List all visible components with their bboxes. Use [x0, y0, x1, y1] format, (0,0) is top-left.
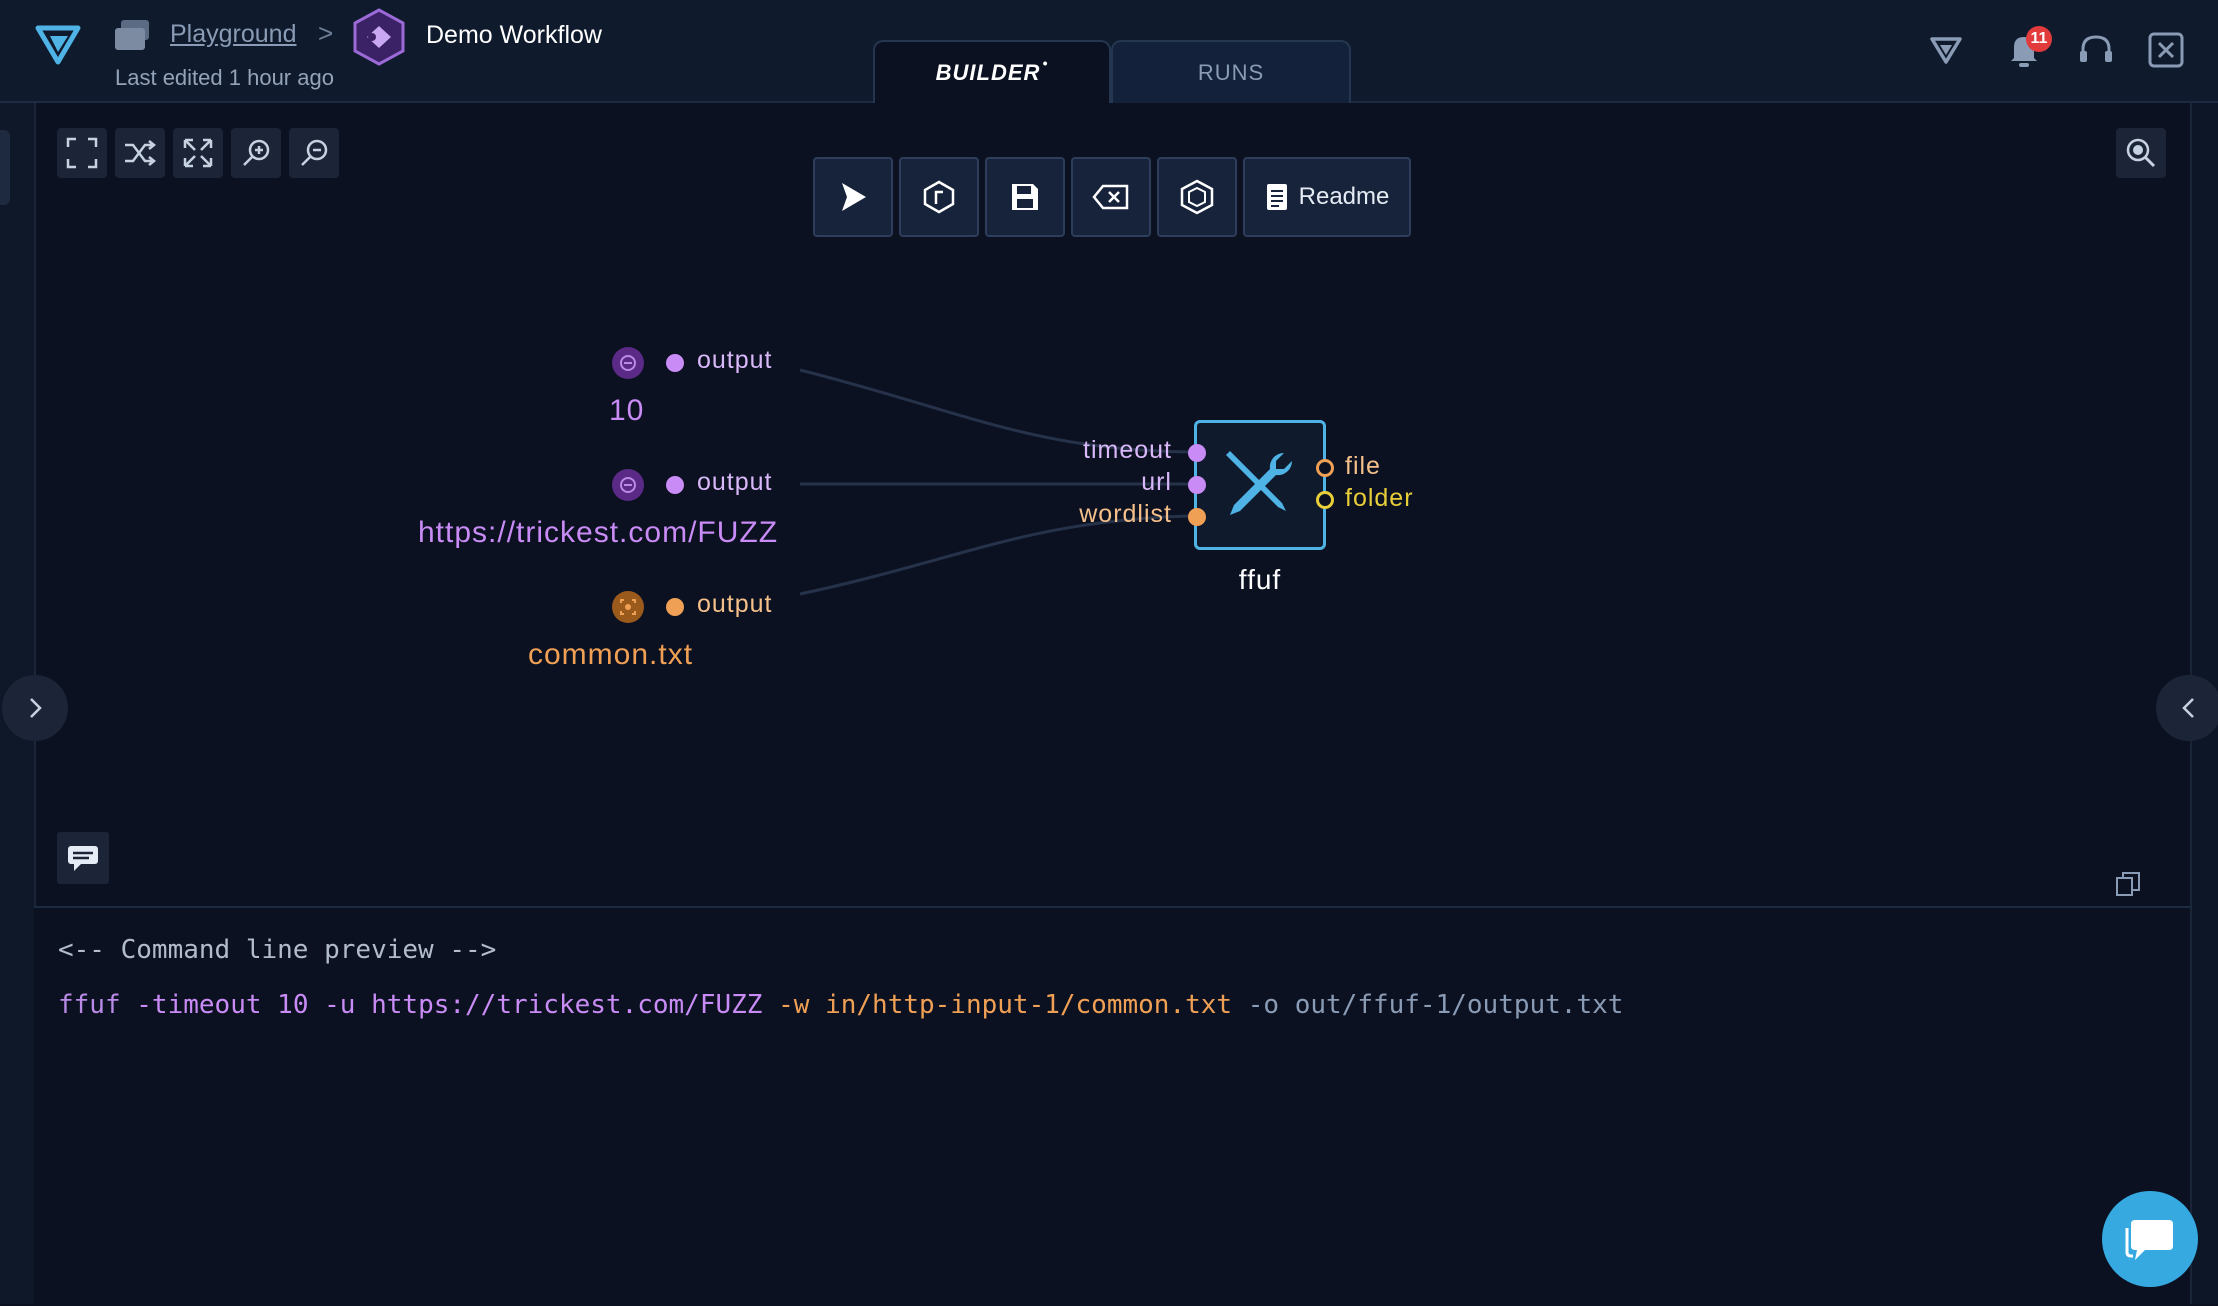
copy-command-button[interactable] — [2110, 866, 2146, 902]
hexagon-icon — [1180, 179, 1214, 215]
clear-button[interactable] — [1071, 157, 1151, 237]
cmd-wordlist-flag: -w — [778, 990, 810, 1020]
command-preview-comment: <-- Command line preview --> — [58, 935, 497, 965]
run-button[interactable] — [813, 157, 893, 237]
port-label-timeout: timeout — [1083, 436, 1172, 464]
cmd-timeout-flag: -timeout — [136, 990, 262, 1020]
cmd-output-value: out/ffuf-1/output.txt — [1294, 990, 1624, 1020]
workflow-title[interactable]: Demo Workflow — [426, 21, 602, 49]
comment-icon — [68, 846, 98, 871]
playground-stack-icon — [115, 20, 149, 50]
copy-icon — [2116, 872, 2140, 896]
readme-button[interactable]: Readme — [1243, 157, 1411, 237]
zoom-out-icon — [301, 139, 328, 166]
notification-count-badge: 11 — [2026, 26, 2052, 52]
breadcrumb-chevron-icon: > — [318, 18, 334, 48]
headset-icon[interactable] — [2074, 28, 2118, 72]
shuffle-icon — [125, 140, 157, 166]
input-port-wordlist[interactable] — [1188, 508, 1206, 526]
cmd-timeout-value: 10 — [277, 990, 309, 1020]
save-icon — [1012, 184, 1038, 210]
string-input-icon — [612, 469, 644, 501]
search-icon — [2126, 138, 2156, 168]
tool-node-name: ffuf — [1238, 564, 1282, 595]
fullscreen-icon — [66, 137, 98, 169]
fit-view-icon — [183, 138, 213, 168]
auto-layout-button[interactable] — [115, 128, 165, 178]
tab-runs[interactable]: RUNS — [1111, 40, 1351, 103]
save-button[interactable] — [985, 157, 1065, 237]
chevron-right-icon — [30, 698, 42, 718]
input-port-url[interactable] — [1188, 476, 1206, 494]
output-port[interactable] — [666, 598, 684, 616]
trickest-logo-icon[interactable] — [1924, 28, 1968, 72]
cmd-tool: ffuf — [58, 990, 121, 1020]
tab-builder-label: BUILDER — [935, 59, 1041, 85]
last-edited-text: Last edited 1 hour ago — [115, 65, 334, 90]
add-node-button[interactable] — [899, 157, 979, 237]
cmd-url-flag: -u — [324, 990, 356, 1020]
unsaved-indicator: • — [1042, 54, 1049, 71]
port-label-url: url — [1141, 468, 1172, 496]
output-label: output — [697, 590, 773, 618]
output-label: output — [697, 468, 773, 496]
tools-wrench-screwdriver-icon — [1226, 451, 1293, 515]
zoom-in-icon — [243, 139, 270, 166]
zoom-in-button[interactable] — [231, 128, 281, 178]
output-port-folder[interactable] — [1316, 491, 1334, 509]
cmd-url-value: https://trickest.com/FUZZ — [371, 990, 763, 1020]
expand-right-panel-button[interactable] — [2156, 675, 2218, 741]
node-icon — [923, 180, 955, 214]
canvas-search-button[interactable] — [2116, 128, 2166, 178]
clear-icon — [1092, 184, 1129, 210]
input-value[interactable]: https://trickest.com/FUZZ — [418, 516, 779, 549]
chat-bubble-icon — [2125, 1220, 2173, 1260]
left-rail-handle[interactable] — [0, 130, 10, 205]
close-icon[interactable] — [2144, 28, 2188, 72]
zoom-out-button[interactable] — [289, 128, 339, 178]
port-label-wordlist: wordlist — [1079, 500, 1172, 528]
tab-runs-label: RUNS — [1197, 59, 1265, 85]
add-comment-button[interactable] — [57, 832, 109, 884]
cmd-output-flag: -o — [1247, 990, 1280, 1020]
command-preview-panel — [34, 906, 2190, 1306]
output-port-file[interactable] — [1316, 459, 1334, 477]
output-port[interactable] — [666, 476, 684, 494]
cmd-wordlist-value: in/http-input-1/common.txt — [825, 990, 1233, 1020]
input-value[interactable]: 10 — [609, 394, 645, 427]
support-chat-button[interactable] — [2102, 1191, 2198, 1287]
reset-layout-button[interactable] — [1157, 157, 1237, 237]
expand-left-panel-button[interactable] — [2, 675, 68, 741]
input-value[interactable]: common.txt — [528, 638, 694, 671]
string-input-icon — [612, 347, 644, 379]
top-header: Playground > Demo Workflow Last edited 1… — [0, 0, 2218, 103]
chevron-left-icon — [2182, 698, 2194, 718]
output-label: output — [697, 346, 773, 374]
command-line[interactable]: ffuf -timeout 10 -u https://trickest.com… — [58, 990, 1623, 1020]
fullscreen-button[interactable] — [57, 128, 107, 178]
tab-builder[interactable]: BUILDER• — [873, 40, 1111, 103]
breadcrumb-playground-link[interactable]: Playground — [170, 20, 297, 48]
input-port-timeout[interactable] — [1188, 444, 1206, 462]
trickest-logo-icon[interactable] — [34, 22, 82, 66]
fit-view-button[interactable] — [173, 128, 223, 178]
file-input-icon — [612, 591, 644, 623]
port-label-folder: folder — [1345, 484, 1414, 512]
tool-node-ffuf[interactable] — [1194, 420, 1326, 550]
output-port[interactable] — [666, 354, 684, 372]
play-icon — [842, 183, 866, 211]
readme-label: Readme — [1298, 183, 1390, 210]
workflow-hexagon-icon — [353, 8, 405, 66]
document-icon — [1266, 184, 1287, 210]
port-label-file: file — [1345, 452, 1381, 480]
